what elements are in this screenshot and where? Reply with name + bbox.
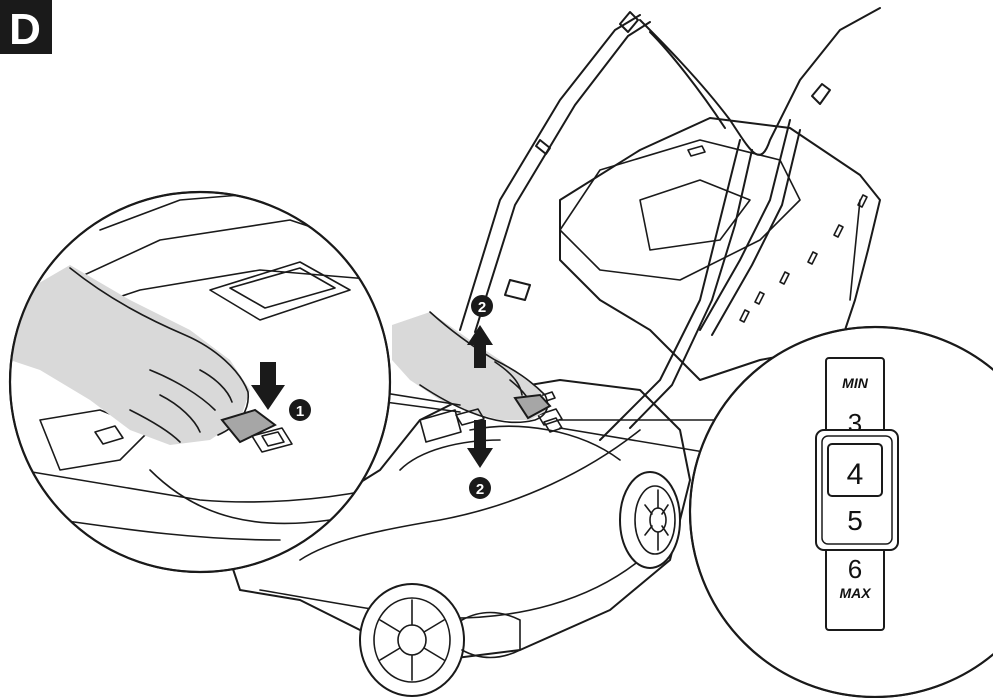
rear-wheel (619, 471, 681, 569)
right-magnifier-detail: MIN 3 MAX 6 4 5 (688, 325, 993, 698)
scale-value-5: 5 (847, 505, 863, 536)
left-magnifier-detail: 1 (8, 190, 392, 574)
callout-step-2-down-number: 2 (476, 481, 484, 498)
mower-handle (459, 7, 881, 441)
scale-min-label: MIN (842, 375, 869, 391)
front-wheel (359, 583, 521, 697)
height-indicator-window: 4 5 (815, 429, 899, 551)
arrow-up (467, 325, 493, 368)
figure-label-badge: D (0, 0, 52, 54)
arrow-down (467, 420, 493, 468)
height-scale: MIN 3 MAX 6 4 5 (815, 357, 899, 631)
callout-step-1: 1 (289, 399, 311, 421)
scale-max-label: MAX (839, 585, 872, 601)
figure-label: D (9, 5, 41, 54)
callout-step-2-up-number: 2 (478, 299, 486, 316)
callout-step-2-up: 2 (471, 295, 493, 317)
scale-value-6: 6 (848, 554, 862, 584)
callout-step-2-down: 2 (469, 477, 491, 499)
callout-step-1-number: 1 (296, 403, 304, 420)
scale-value-4-selected: 4 (847, 458, 864, 491)
